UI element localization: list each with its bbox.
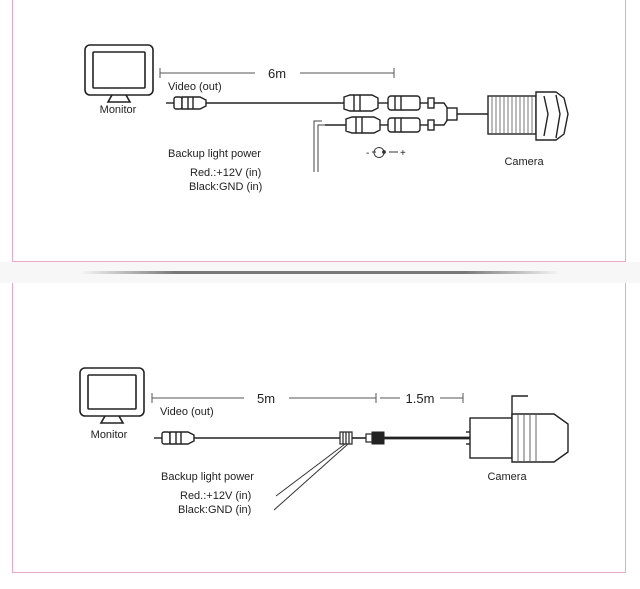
bottom-diagram: Monitor 5m 1.5m Video (out) (79, 367, 569, 516)
camera-cable (352, 431, 470, 445)
polarity-icon (372, 147, 398, 158)
junction-icon (339, 431, 353, 445)
monitor-label: Monitor (91, 429, 128, 441)
backup-light-power-label: Backup light power (161, 471, 254, 483)
power-wires (313, 120, 325, 172)
camera-cable (434, 102, 488, 126)
video-out-label: Video (out) (160, 406, 214, 418)
length-label: 5m (257, 391, 275, 406)
power-wires (273, 443, 349, 511)
camera-icon (487, 91, 569, 141)
power-connector-icon (325, 116, 435, 134)
length-label: 6m (268, 66, 286, 81)
polarity-minus: - (366, 148, 369, 159)
length-dimension (151, 393, 464, 403)
length2-label: 1.5m (406, 391, 435, 406)
camera-label: Camera (504, 156, 544, 168)
polarity-plus: + (400, 148, 406, 159)
rca-plug-icon (154, 431, 195, 445)
video-connector-icon (343, 94, 435, 112)
rca-plug-icon (166, 96, 207, 110)
monitor-icon (84, 44, 154, 103)
monitor-icon (79, 367, 145, 424)
video-out-label: Video (out) (168, 81, 222, 93)
backup-light-power-label: Backup light power (168, 148, 261, 160)
length-dimension (159, 68, 395, 78)
monitor-label: Monitor (100, 104, 137, 116)
black-wire-label: Black:GND (in) (178, 504, 251, 516)
red-wire-label: Red.:+12V (in) (190, 167, 261, 179)
black-wire-label: Black:GND (in) (189, 181, 262, 193)
camera-label: Camera (487, 471, 527, 483)
camera-icon (466, 395, 569, 463)
top-diagram: Monitor 6m Video (out) (84, 44, 569, 193)
red-wire-label: Red.:+12V (in) (180, 490, 251, 502)
divider-line (80, 271, 560, 274)
